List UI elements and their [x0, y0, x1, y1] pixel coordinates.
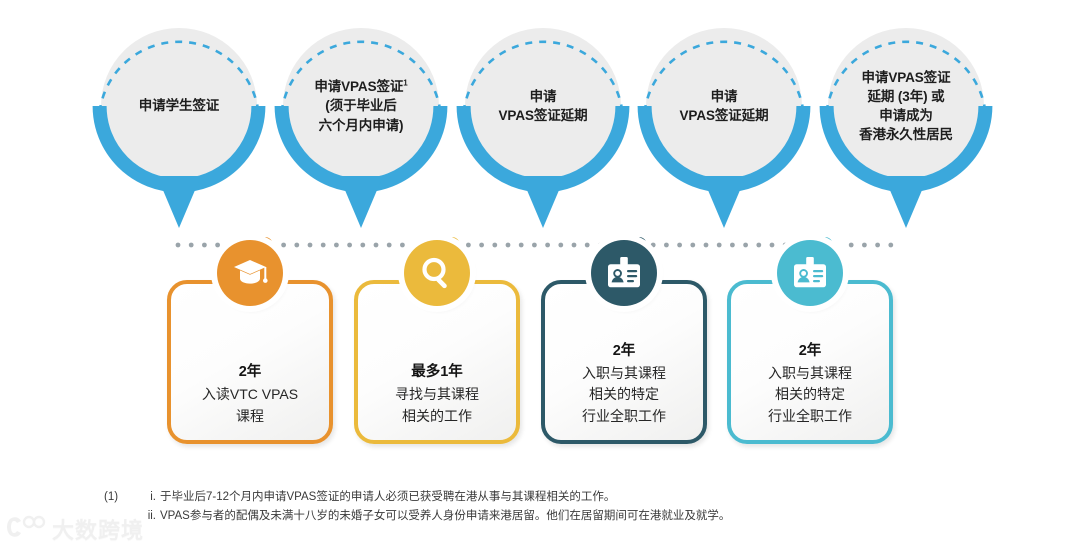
bubble-shape: [92, 28, 266, 228]
footnote-row: (1) i. 于毕业后7-12个月内申请VPAS签证的申请人必须已获受聘在港从事与其…: [104, 488, 1004, 507]
duration-card-job-search: 最多1年寻找与其课程相关的工作: [354, 240, 520, 444]
magnifier-icon: [404, 240, 470, 306]
card-label-line: 课程: [236, 407, 264, 424]
card-label-line: 相关的特定: [775, 386, 845, 403]
watermark-logo-icon: [6, 515, 46, 544]
card-duration: 2年: [798, 343, 822, 360]
card-label: 最多1年寻找与其课程相关的工作: [358, 361, 516, 427]
bubble-shape: [819, 28, 993, 228]
visa-stage-bubble-vpas-visa-application: 申请VPAS签证1(须于毕业后六个月内申请): [273, 18, 449, 238]
card-duration: 2年: [238, 364, 262, 381]
visa-stage-bubble-vpas-extension-3yr-or-pr: 申请VPAS签证延期 (3年) 或申请成为香港永久性居民: [818, 18, 994, 238]
card-label-line: 相关的工作: [402, 407, 472, 424]
card-label: 2年入职与其课程相关的特定行业全职工作: [545, 340, 703, 427]
card-label: 2年入读VTC VPAS 课程: [171, 361, 329, 427]
watermark: 大数跨境: [6, 512, 144, 546]
id-badge-icon: [777, 240, 843, 306]
duration-card-full-time-work-1: 2年入职与其课程相关的特定行业全职工作: [541, 240, 707, 444]
footnote-text: 于毕业后7-12个月内申请VPAS签证的申请人必须已获受聘在港从事与其课程相关的…: [160, 491, 616, 503]
duration-card-full-time-work-2: 2年入职与其课程相关的特定行业全职工作: [727, 240, 893, 444]
card-label-line: 入读VTC VPAS: [201, 386, 299, 403]
dot-rail-shape: [175, 236, 894, 254]
footnote-sub-mark: ii.: [147, 509, 156, 522]
card-label-line: 入职与其课程: [582, 365, 666, 382]
footnotes: (1) i. 于毕业后7-12个月内申请VPAS签证的申请人必须已获受聘在港从事与其…: [104, 488, 1004, 525]
timeline-dot-rail: [0, 236, 1080, 254]
footnote-mark: (1): [104, 491, 119, 503]
card-label-line: 相关的特定: [589, 386, 659, 403]
bubble-shape: [274, 28, 448, 228]
graduation-cap-icon: [217, 240, 283, 306]
bubble-shape: [637, 28, 811, 228]
watermark-text: 大数跨境: [52, 518, 145, 543]
footnote-sub-mark: i.: [150, 491, 156, 503]
card-label-line: 行业全职工作: [582, 407, 666, 424]
bubble-shape: [456, 28, 630, 228]
footnote-row: ii. VPAS参与者的配偶及未满十八岁的未婚子女可以受养人身份申请来港居留。他们…: [104, 507, 1004, 526]
footnote-text: VPAS参与者的配偶及未满十八岁的未婚子女可以受养人身份申请来港居留。他们在居留…: [160, 509, 731, 522]
card-label-line: 入职与其课程: [768, 365, 852, 382]
card-label: 2年入职与其课程相关的特定行业全职工作: [731, 340, 889, 427]
card-label-line: 行业全职工作: [768, 407, 852, 424]
card-duration: 2年: [612, 343, 636, 360]
duration-card-study-vtc-vpas: 2年入读VTC VPAS 课程: [167, 240, 333, 444]
card-duration: 最多1年: [411, 364, 463, 381]
visa-stage-bubble-student-visa: 申请学生签证: [91, 18, 267, 238]
card-label-line: 寻找与其课程: [395, 386, 479, 403]
id-badge-icon: [591, 240, 657, 306]
